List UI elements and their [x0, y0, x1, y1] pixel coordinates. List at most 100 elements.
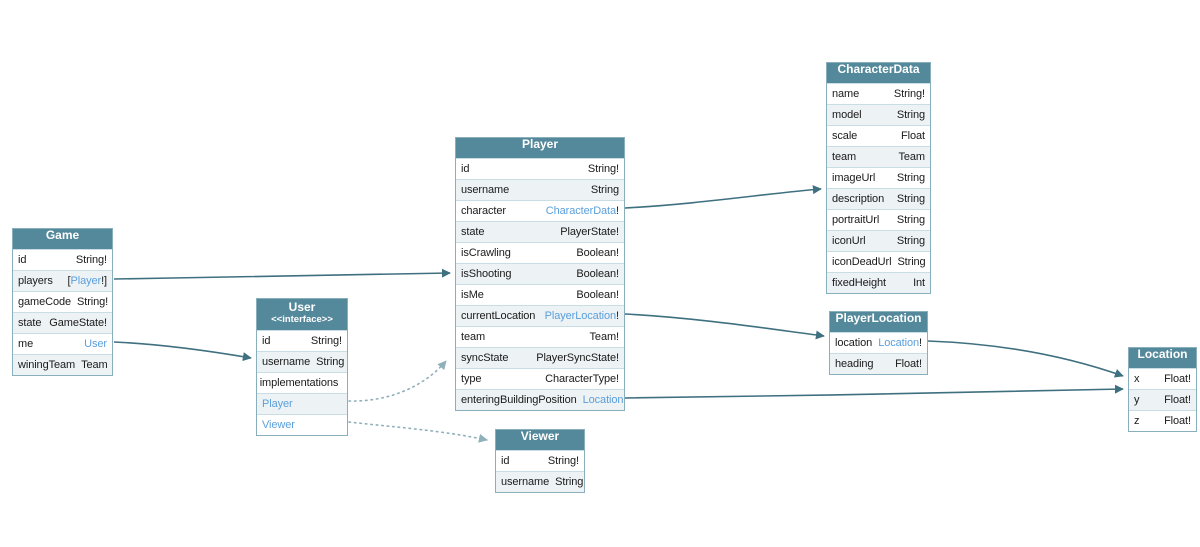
- type-suffix: !: [616, 289, 619, 301]
- field-name: team: [832, 151, 857, 163]
- field-type: Boolean!: [576, 289, 619, 301]
- field-name: me: [18, 338, 34, 350]
- node-header-location[interactable]: Location: [1129, 348, 1196, 368]
- field-type: Team!: [590, 331, 620, 343]
- node-subtitle-user: <<interface>>: [271, 314, 333, 325]
- node-header-user[interactable]: User<<interface>>: [257, 299, 347, 330]
- section-label: implementations: [259, 377, 339, 389]
- field-row-characterdata-fixedheight[interactable]: fixedHeight Int: [827, 272, 930, 293]
- field-type: Int: [913, 277, 925, 289]
- field-name: isCrawling: [461, 247, 511, 259]
- node-title-characterdata: CharacterData: [837, 63, 920, 76]
- field-name: players: [18, 275, 53, 287]
- node-header-playerlocation[interactable]: PlayerLocation: [830, 312, 927, 332]
- field-row-user-implementations[interactable]: implementations: [257, 372, 347, 393]
- type-suffix: !: [616, 310, 619, 322]
- node-header-game[interactable]: Game: [13, 229, 112, 249]
- field-type: Location!: [878, 337, 922, 349]
- type-name: PlayerSyncState: [536, 352, 617, 364]
- field-row-user-viewer[interactable]: Viewer: [257, 414, 347, 435]
- type-name: PlayerState: [560, 226, 617, 238]
- type-suffix: !: [104, 317, 107, 329]
- type-suffix: !: [1188, 415, 1191, 427]
- type-suffix: !: [616, 373, 619, 385]
- type-name: String: [897, 256, 926, 268]
- type-name: String: [896, 109, 925, 121]
- type-name: GameState: [49, 317, 105, 329]
- field-name: id: [461, 163, 470, 175]
- type-name: Boolean: [576, 289, 617, 301]
- node-header-player[interactable]: Player: [456, 138, 624, 158]
- type-suffix: !: [616, 205, 619, 217]
- type-name: String: [893, 88, 923, 100]
- type-suffix: !: [922, 88, 925, 100]
- field-row-game-players[interactable]: players[Player!]: [13, 270, 112, 291]
- node-header-viewer[interactable]: Viewer: [496, 430, 584, 450]
- node-title-location: Location: [1137, 348, 1188, 361]
- field-name: team: [461, 331, 486, 343]
- field-row-player-team[interactable]: team Team!: [456, 326, 624, 347]
- node-header-characterdata[interactable]: CharacterData: [827, 63, 930, 83]
- field-name: scale: [832, 130, 858, 142]
- field-name: heading: [835, 358, 874, 370]
- type-suffix: !: [919, 337, 922, 349]
- field-type: String: [897, 109, 925, 121]
- field-name: fixedHeight: [832, 277, 886, 289]
- type-name: Boolean: [576, 268, 617, 280]
- field-type: String: [897, 256, 925, 268]
- type-link: Player: [70, 275, 102, 287]
- type-name: String: [547, 455, 577, 467]
- field-row-user-player[interactable]: Player: [257, 393, 347, 414]
- type-suffix: !: [616, 268, 619, 280]
- field-type: String: [897, 235, 925, 247]
- type-name: String: [587, 163, 617, 175]
- field-name: id: [501, 455, 510, 467]
- type-link: Location: [878, 337, 920, 349]
- implementation-link-viewer: Viewer: [262, 419, 295, 431]
- field-type: CharacterData!: [546, 205, 619, 217]
